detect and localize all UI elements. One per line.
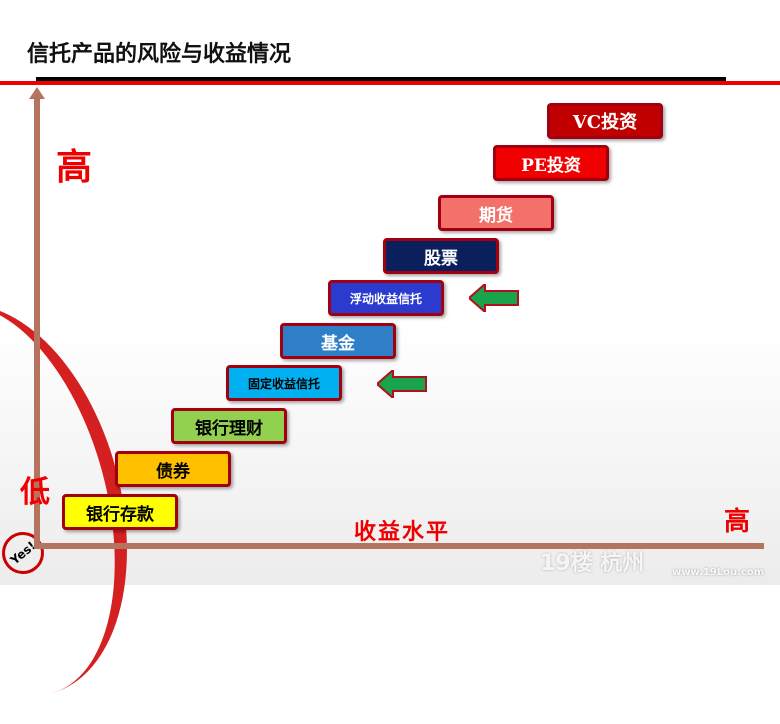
product-box: 银行理财 [171,408,287,444]
return-axis [34,543,764,549]
product-box: 股票 [383,238,499,274]
product-label: 债券 [156,461,190,482]
watermark-url: www.19Lou.com [672,567,765,578]
product-label: 浮动收益信托 [349,291,422,306]
title-red-rule [0,81,780,85]
product-box: 期货 [438,195,554,231]
risk-low-label: 低 [20,475,50,510]
title-underline [36,77,726,81]
x-axis-label: 收益水平 [354,519,451,545]
product-label: VC投资 [572,112,638,133]
axis-arrow-head-icon [29,87,45,99]
watermark-logo: 19楼 杭州 [540,551,645,576]
product-box: 债券 [115,451,231,487]
product-label: 期货 [479,205,513,226]
arrow-left-icon [377,370,427,398]
product-label: 基金 [321,333,355,354]
product-box: 固定收益信托 [226,365,342,401]
product-label: PE投资 [521,155,581,176]
product-box: 基金 [280,323,396,359]
product-box: 银行存款 [62,494,178,530]
return-high-label: 高 [724,507,751,537]
risk-high-label: 高 [56,146,93,188]
product-label: 固定收益信托 [247,376,320,391]
product-box: 浮动收益信托 [328,280,444,316]
slide-title: 信托产品的风险与收益情况 [27,42,292,67]
product-label: 银行存款 [86,504,154,525]
product-label: 银行理财 [195,418,263,439]
product-label: 股票 [424,248,458,269]
product-box: PE投资 [493,145,609,181]
risk-axis [34,98,40,548]
product-box: VC投资 [547,103,663,139]
arrow-left-icon [469,284,519,312]
